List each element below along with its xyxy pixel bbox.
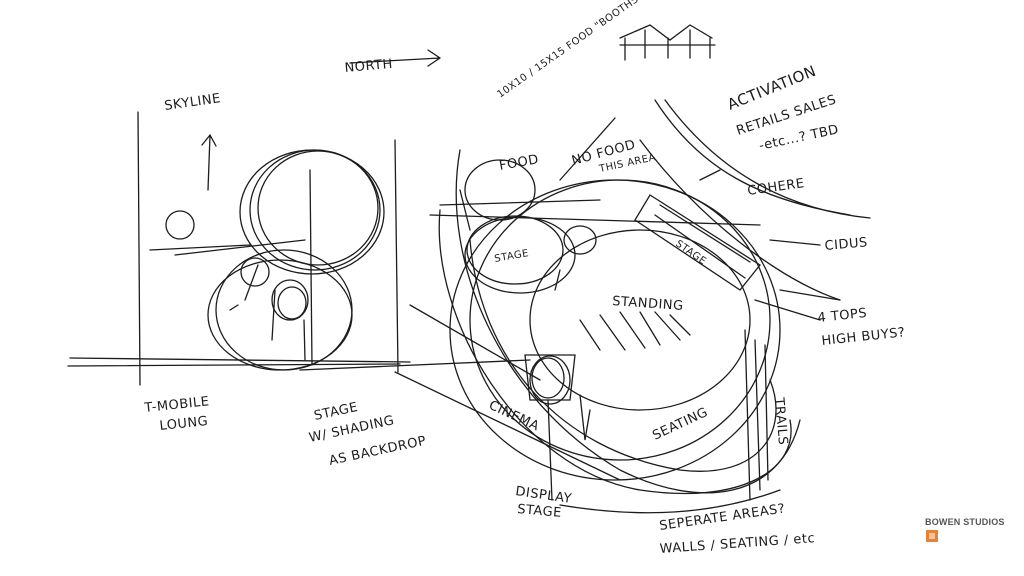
label-t-mobile: T-MOBILE (143, 394, 210, 416)
food-row-line (429, 189, 761, 231)
flow-line (299, 304, 621, 481)
brand-logo-icon (926, 530, 938, 542)
trails-strip (744, 329, 769, 501)
skyline-arrow (201, 133, 217, 191)
label-lounge: LOUNG (159, 414, 209, 434)
venue-ovals (438, 149, 801, 495)
leader-lines (554, 117, 841, 321)
sketch-strokes (67, 24, 871, 514)
label-food: FOOD (498, 152, 540, 174)
north-arrow (349, 49, 442, 67)
display-stage-circle (524, 354, 591, 501)
stage-post (303, 169, 313, 366)
standing-hatch (579, 311, 691, 351)
label-skyline: SKYLINE (163, 91, 221, 114)
label-north: NORTH (344, 57, 393, 76)
label-cidus: CIDUS (824, 235, 868, 254)
tent-roof-icon (619, 24, 716, 61)
left-panel-outline (67, 111, 411, 386)
label-cohere: COHERE (746, 176, 805, 199)
label-high-buys: HIGH BUYS? (821, 325, 906, 349)
label-food-booths: 10X10 / 15X15 FOOD "BOOTHS" (495, 0, 645, 100)
cohere-arc (639, 99, 871, 301)
brand-name: BOWEN STUDIOS (925, 517, 1005, 527)
tower-circles (149, 149, 385, 371)
label-4-tops: 4 TOPS (817, 306, 868, 326)
label-trails: TRAILS (771, 396, 790, 446)
label-stage-angled: STAGE (673, 238, 708, 267)
label-stage: STAGE (313, 400, 360, 424)
label-standing: STANDING (612, 294, 684, 314)
label-walls: WALLS / SEATING / etc (659, 531, 815, 557)
label-stage-left: STAGE (494, 248, 530, 265)
label-display-stage: STAGE (517, 502, 563, 521)
angled-stage (634, 194, 761, 291)
bottom-curve (559, 489, 781, 514)
